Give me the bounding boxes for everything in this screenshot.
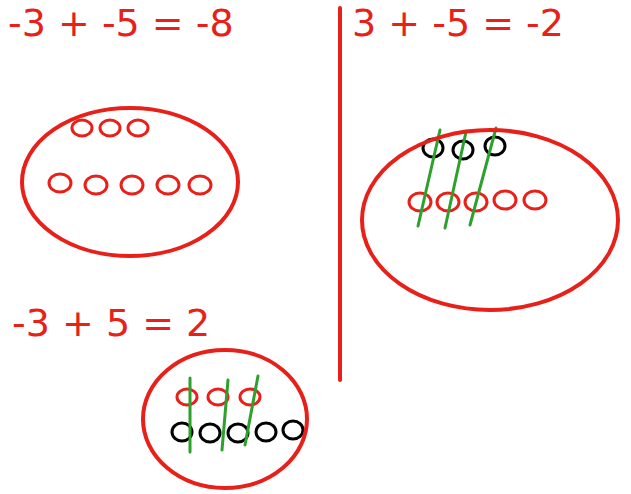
counter-circle: 3 + -5 = -2 xyxy=(352,0,627,315)
equation-heading: -3 + 5 = 2 xyxy=(12,300,210,346)
counter-circle: -3 + 5 = 2 xyxy=(12,300,312,490)
circle-outline xyxy=(20,106,240,258)
counter-circle: -3 + -5 = -8 xyxy=(8,0,328,262)
circle-outline xyxy=(141,348,309,490)
divider-line xyxy=(338,8,342,380)
counters xyxy=(49,120,546,452)
equation-heading: 3 + -5 = -2 xyxy=(352,0,564,46)
equation-heading: -3 + -5 = -8 xyxy=(8,0,234,46)
circle-outline xyxy=(360,128,620,312)
